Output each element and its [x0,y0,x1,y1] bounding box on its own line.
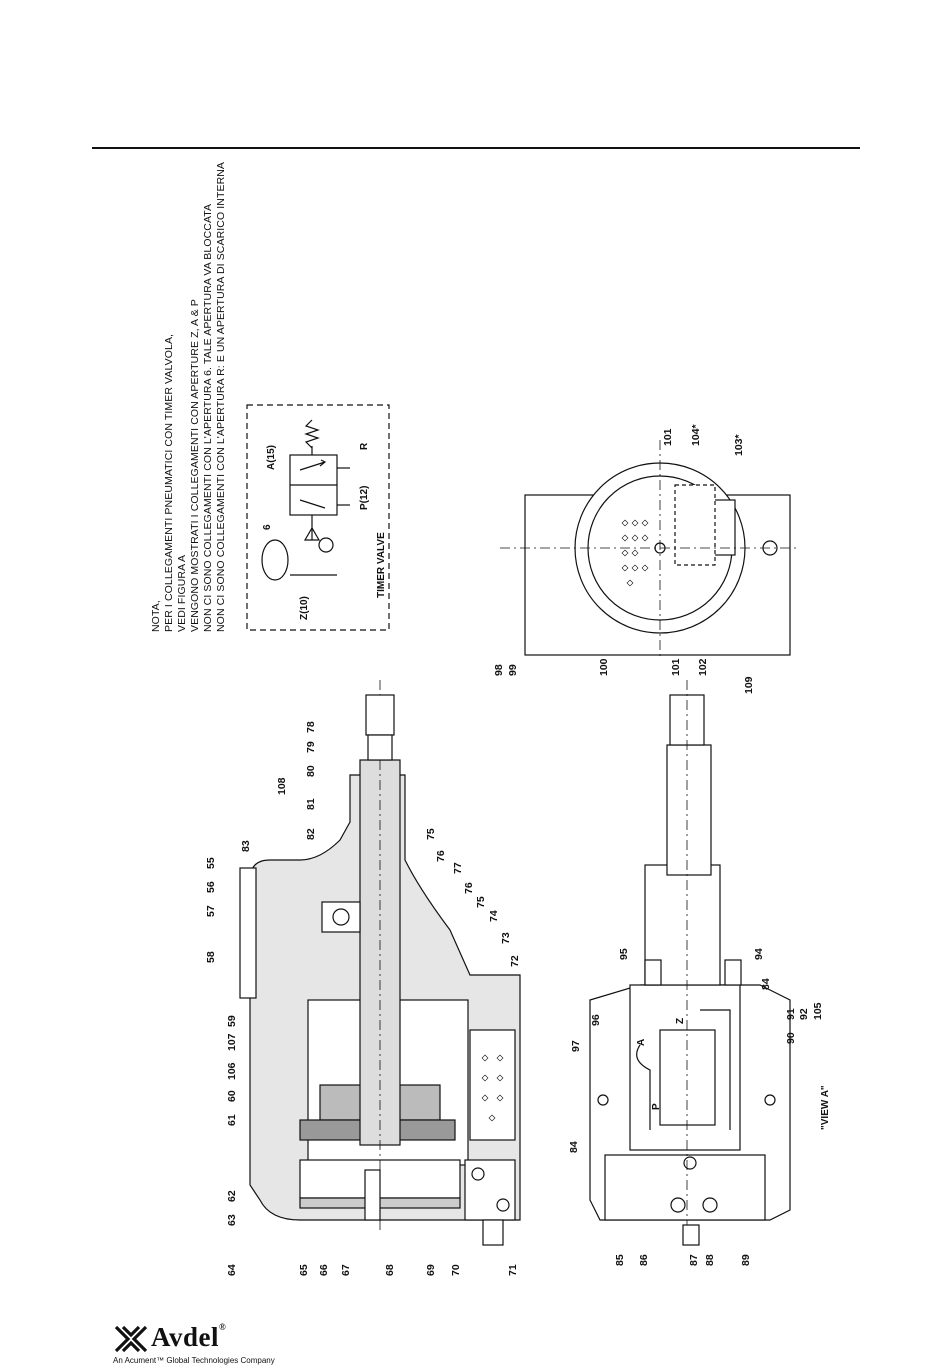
view-a-label: "VIEW A" [820,1085,831,1130]
port-p-label: P(12) [359,485,370,510]
callout: 63 [226,1214,238,1226]
callout: 56 [205,881,217,893]
port-6-symbol [261,539,289,581]
callout: 65 [298,1264,310,1276]
callout: 69 [425,1264,437,1276]
callout: 87 [688,1254,700,1266]
logo-brand: Avdel [151,1322,219,1352]
callout: 103* [733,434,745,456]
port-a-mark: A [636,1038,647,1046]
callout: 95 [618,948,630,960]
callout: 64 [226,1264,238,1276]
callout: 100 [598,658,610,676]
callout: 104* [690,424,702,446]
callout: 83 [240,840,252,852]
callout: 66 [318,1264,330,1276]
callout: 61 [226,1114,238,1126]
callout: 85 [614,1254,626,1266]
callout: 88 [704,1254,716,1266]
callout: 84 [568,1141,580,1153]
callout: 97 [570,1040,582,1052]
callout: 86 [638,1254,650,1266]
callout: 79 [305,741,317,753]
header-rule [92,147,860,149]
callout: 76 [463,882,475,894]
timer-valve-box [246,404,390,631]
callout: 76 [435,850,447,862]
timer-valve-title: TIMER VALVE [376,532,387,598]
valve-spring [304,419,320,449]
callout: 72 [509,955,521,967]
callout: 77 [452,862,464,874]
callout: 89 [740,1254,752,1266]
callout: 67 [340,1264,352,1276]
port-r-label: R [359,442,370,450]
callout: 84 [760,978,772,990]
callout: 107 [226,1033,238,1051]
view-a-base [604,1154,766,1221]
callout: 109 [743,676,755,694]
port-6-label: 6 [262,524,273,530]
callout: 80 [305,765,317,777]
callout: 102 [697,658,709,676]
port-z-mark: Z [675,1017,686,1024]
callout: 98 [493,664,505,676]
callout: 94 [753,948,765,960]
logo-wordmark: Avdel® [151,1322,226,1353]
callout: 92 [798,1008,810,1020]
logo-registered: ® [219,1322,227,1332]
callout: 75 [475,896,487,908]
port-z-label: Z(10) [299,596,310,620]
callout: 75 [425,828,437,840]
callout: 68 [384,1264,396,1276]
callout: 60 [226,1090,238,1102]
callout: 96 [590,1014,602,1026]
callout: 99 [507,664,519,676]
callout: 106 [226,1062,238,1080]
logo-tagline: An Acument™ Global Technologies Company [113,1356,275,1365]
callout: 105 [812,1002,824,1020]
callout: 62 [226,1190,238,1202]
callout: 57 [205,905,217,917]
callout: 101 [670,658,682,676]
port-p-mark: P [651,1103,662,1110]
callout: 59 [226,1015,238,1027]
callout: 101 [662,428,674,446]
callout: 58 [205,951,217,963]
callout: 78 [305,721,317,733]
bracket [239,867,257,999]
callout: 108 [276,777,288,795]
callout: 82 [305,828,317,840]
callout: 55 [205,857,217,869]
avdel-mark-icon [114,1325,148,1353]
callout: 74 [488,910,500,922]
port-a-label: A(15) [266,444,277,470]
callout: 71 [507,1264,519,1276]
callout: 81 [305,798,317,810]
callout: 70 [450,1264,462,1276]
nozzle [365,694,395,736]
callout: 90 [785,1032,797,1044]
callout: 73 [500,932,512,944]
callout: 91 [785,1008,797,1020]
